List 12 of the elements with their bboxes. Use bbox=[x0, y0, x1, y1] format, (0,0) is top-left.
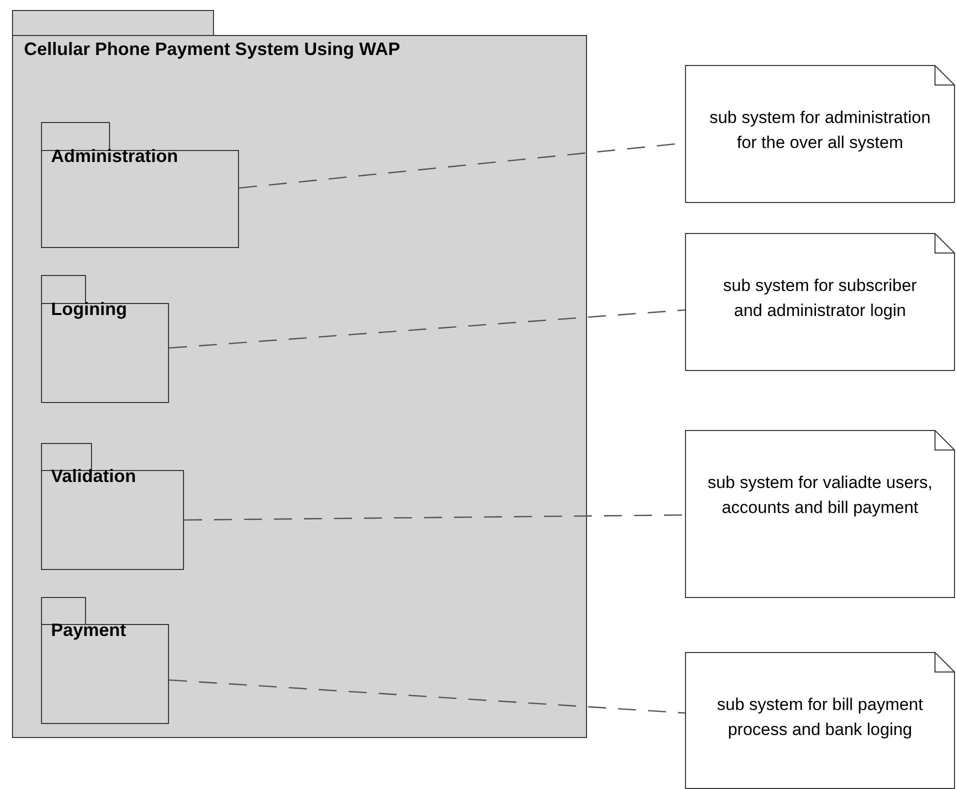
package-name: Validation bbox=[51, 466, 136, 487]
package-name: Cellular Phone Payment System Using WAP bbox=[24, 39, 400, 60]
note-text: sub system for subscriber and administrator login bbox=[722, 275, 918, 322]
note-text: sub system for valiadte users, accounts and bill payment bbox=[707, 472, 933, 519]
note-text: sub system for administration for the over all system bbox=[708, 107, 932, 154]
package-name: Administration bbox=[51, 146, 178, 167]
dashed-connector bbox=[184, 514, 685, 521]
package-name: Logining bbox=[51, 299, 127, 320]
package-name: Payment bbox=[51, 620, 126, 641]
note-text: sub system for bill payment process and bank loging bbox=[716, 694, 924, 741]
dashed-connector bbox=[168, 679, 686, 714]
dashed-connector bbox=[168, 309, 686, 349]
